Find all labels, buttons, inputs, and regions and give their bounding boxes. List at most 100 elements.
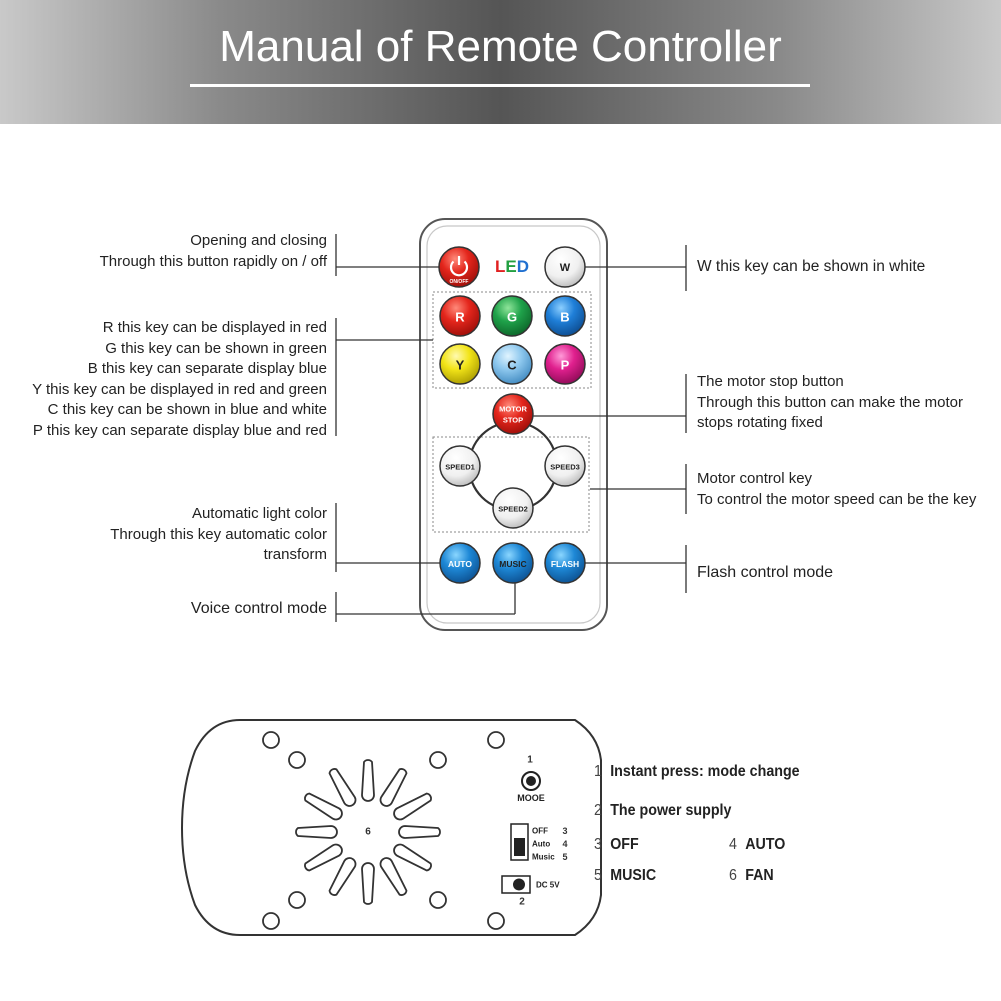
fan-slot — [328, 857, 357, 896]
b-button-label: B — [560, 310, 569, 325]
label-auto: Automatic light color Through this key a… — [110, 504, 327, 566]
dc-number: 2 — [519, 897, 525, 908]
switch-number-3: 3 — [562, 826, 567, 836]
fan-slot — [304, 843, 343, 872]
speed1-button[interactable]: SPEED1 — [439, 445, 481, 487]
g-button[interactable]: G — [491, 295, 533, 337]
flash-button[interactable]: FLASH — [544, 542, 586, 584]
mounting-holes — [262, 731, 505, 930]
mode-button-label: MOOE — [517, 793, 545, 803]
dc-jack-pin — [513, 878, 525, 891]
motor-stop-label-line1: MOTOR — [499, 405, 527, 414]
auto-button-label: AUTO — [448, 559, 472, 569]
label-color-b: B this key can separate display blue — [87, 360, 327, 377]
speed2-button[interactable]: SPEED2 — [492, 487, 534, 529]
legend-text: OFF — [610, 836, 639, 853]
fan-slot — [398, 825, 441, 839]
power-icon — [449, 260, 469, 277]
device-body — [180, 719, 602, 936]
p-button-label: P — [561, 358, 570, 373]
fan-slot — [393, 792, 432, 821]
fan-slot — [393, 843, 432, 872]
title-underline — [190, 84, 810, 87]
legend-num: 5 — [594, 867, 602, 884]
c-button-label: C — [507, 358, 517, 373]
fan-number: 6 — [365, 827, 371, 838]
mode-button-dot — [526, 776, 536, 786]
label-voice: Voice control mode — [190, 600, 327, 617]
speed3-label: SPEED3 — [550, 463, 580, 472]
label-motor-stop: The motor stop button Through this butto… — [697, 372, 963, 434]
p-button[interactable]: P — [544, 343, 586, 385]
switch-label-auto: Auto — [532, 840, 550, 849]
label-auto-line3: transform — [263, 546, 327, 563]
legend-text: AUTO — [745, 836, 786, 853]
legend-item-6: 6 FAN — [729, 867, 774, 885]
label-color-r: R this key can be displayed in red — [102, 319, 327, 336]
mode-number: 1 — [527, 755, 533, 766]
b-button[interactable]: B — [544, 295, 586, 337]
label-color-g: G this key can be shown in green — [105, 339, 327, 357]
switch-label-music: Music — [532, 853, 555, 862]
flash-button-label: FLASH — [551, 559, 579, 569]
power-sub-label: ON/OFF — [450, 279, 469, 285]
r-button[interactable]: R — [439, 295, 481, 337]
label-auto-line2: Through this key automatic color — [110, 525, 327, 543]
legend-text: FAN — [745, 867, 774, 884]
led-letter-l: L — [495, 257, 505, 276]
label-motor-stop-line2: Through this button can make the motor — [697, 393, 963, 411]
legend-text: The power supply — [610, 802, 732, 819]
fan-slot — [379, 768, 408, 807]
mode-switch-knob[interactable] — [514, 838, 525, 856]
auto-button[interactable]: AUTO — [439, 542, 481, 584]
legend-text: MUSIC — [610, 867, 657, 884]
label-colors: R this key can be displayed in red G thi… — [32, 318, 327, 441]
w-button[interactable]: W — [544, 246, 586, 288]
power-button[interactable]: ON/OFF — [438, 246, 480, 288]
led-logo: LED — [495, 257, 529, 276]
motor-stop-label-line2: STOP — [503, 416, 523, 425]
label-motor-control-line2: To control the motor speed can be the ke… — [697, 490, 977, 508]
legend-item-5: 5 MUSIC — [594, 867, 656, 885]
speed3-button[interactable]: SPEED3 — [544, 445, 586, 487]
page-title: Manual of Remote Controller — [219, 22, 782, 71]
legend-num: 6 — [729, 867, 737, 884]
label-power-line2: Through this button rapidly on / off — [99, 252, 327, 270]
label-power: Opening and closing Through this button … — [100, 231, 327, 272]
switch-number-5: 5 — [562, 852, 567, 862]
label-motor-stop-line3: stops rotating fixed — [697, 414, 823, 431]
header-banner: Manual of Remote Controller — [0, 0, 1001, 124]
label-motor-control-line1: Motor control key — [697, 470, 813, 487]
speed2-label: SPEED2 — [498, 505, 528, 514]
label-power-line1: Opening and closing — [190, 232, 327, 249]
switch-number-4: 4 — [562, 839, 567, 849]
r-button-label: R — [455, 310, 465, 325]
motor-stop-button[interactable]: MOTOR STOP — [492, 393, 534, 435]
fan-slot — [379, 857, 408, 896]
fan-slot — [295, 825, 338, 839]
remote-inner-outline — [426, 225, 601, 624]
fan-slot — [328, 768, 357, 807]
label-white: W this key can be shown in white — [697, 258, 926, 275]
label-color-c: C this key can be shown in blue and whit… — [47, 401, 327, 418]
speed-key-group — [432, 436, 590, 533]
legend-text: Instant press: mode change — [610, 763, 800, 780]
label-auto-line1: Automatic light color — [191, 505, 327, 522]
label-color-p: P this key can separate display blue and… — [32, 421, 327, 439]
c-button[interactable]: C — [491, 343, 533, 385]
switch-label-off: OFF — [532, 827, 548, 836]
music-button-label: MUSIC — [499, 559, 526, 569]
label-motor-stop-line1: The motor stop button — [697, 373, 844, 390]
label-flash: Flash control mode — [697, 564, 834, 581]
speed1-label: SPEED1 — [445, 463, 475, 472]
music-button[interactable]: MUSIC — [492, 542, 534, 584]
legend-num: 3 — [594, 836, 602, 853]
g-button-label: G — [507, 310, 517, 325]
leader-lines — [335, 234, 687, 622]
y-button[interactable]: Y — [439, 343, 481, 385]
w-button-label: W — [560, 262, 571, 274]
fan-slot — [304, 792, 343, 821]
legend-item-3: 3 OFF — [594, 836, 639, 854]
